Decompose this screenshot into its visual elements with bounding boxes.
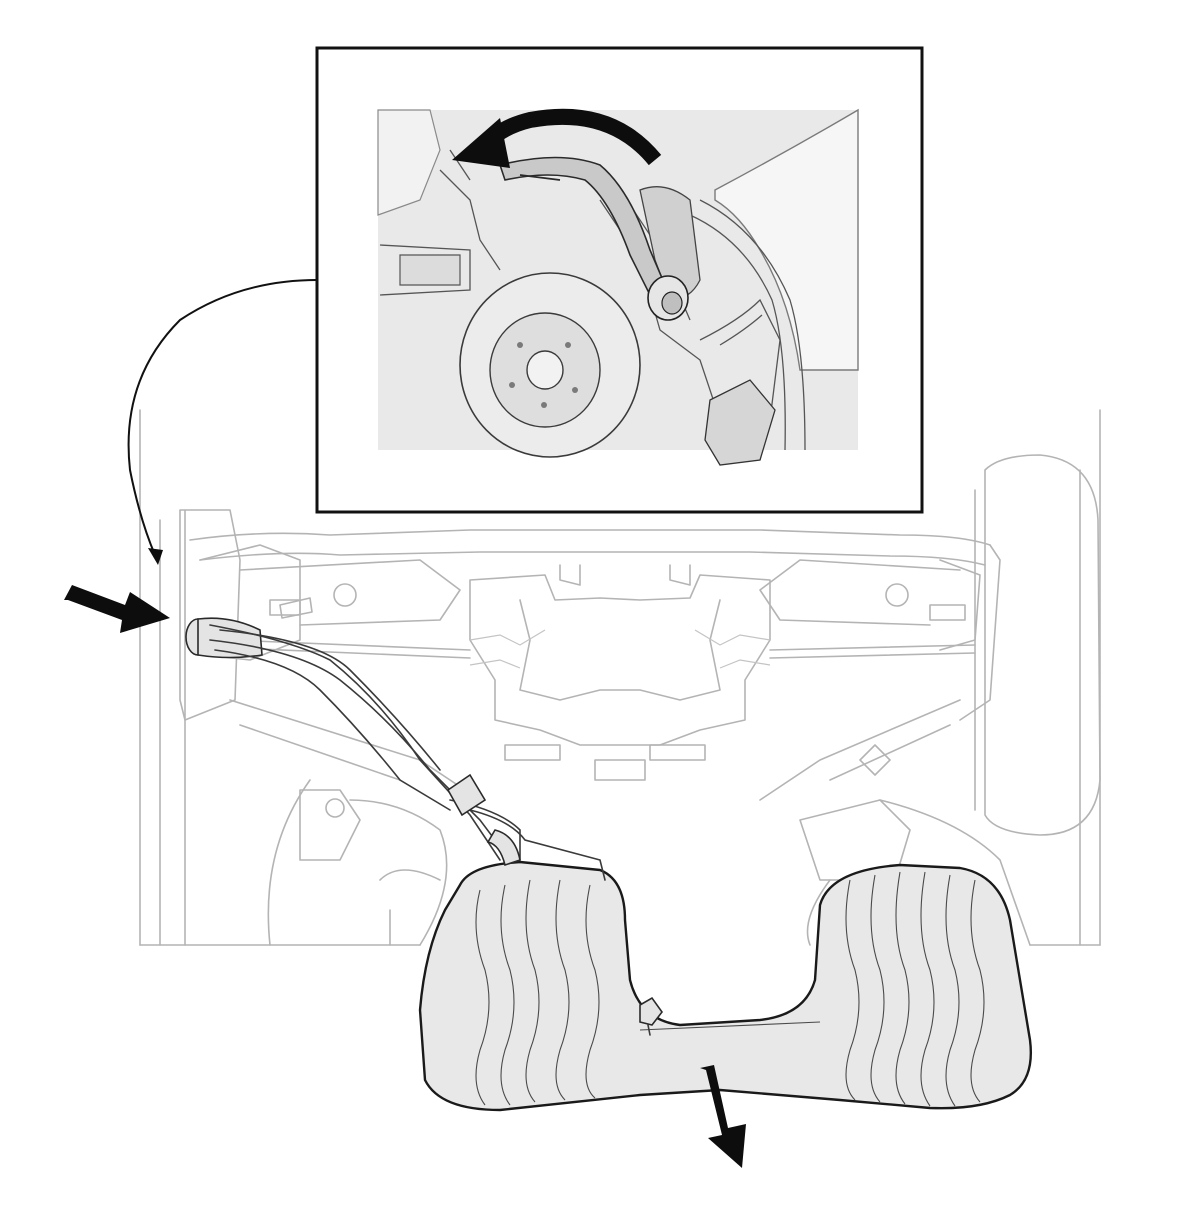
callout-leader xyxy=(127,279,318,565)
rear-subframe xyxy=(139,409,1101,946)
fuel-tank xyxy=(418,860,1032,1112)
rotation-arrow xyxy=(452,108,662,168)
tank-connector xyxy=(639,996,663,1036)
brake-rotor xyxy=(459,272,641,458)
detail-inset xyxy=(315,46,924,514)
tank-removal-arrow xyxy=(700,1065,746,1168)
hose-clamp xyxy=(446,773,487,817)
insert-direction-arrow xyxy=(64,585,170,633)
inset-filler-hose xyxy=(498,156,689,321)
filler-pipe-assembly xyxy=(185,617,606,881)
